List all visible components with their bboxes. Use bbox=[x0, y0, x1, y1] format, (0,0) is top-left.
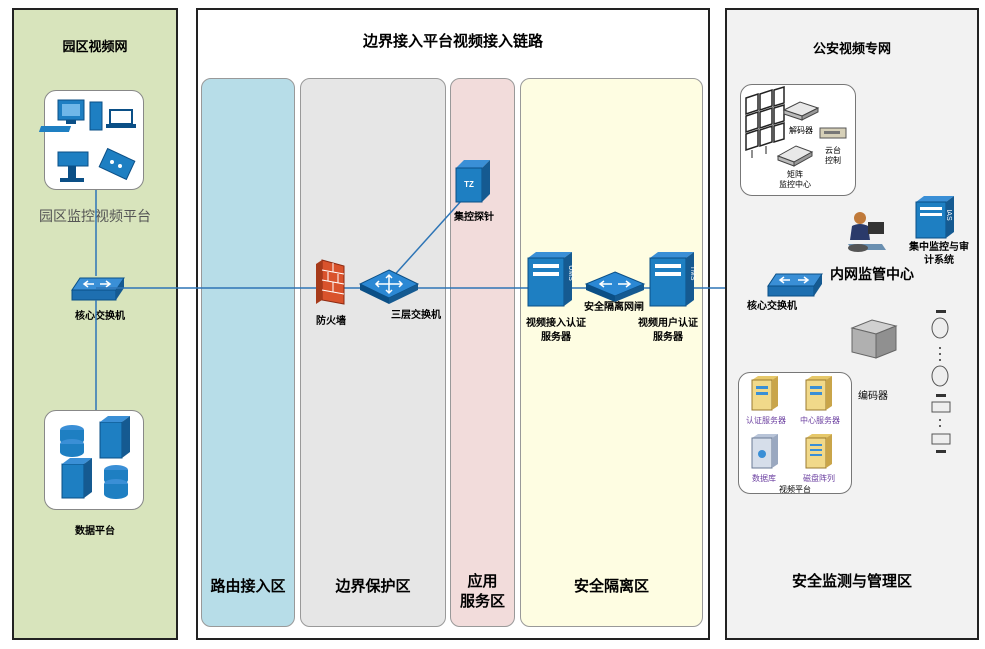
decoder-label: 解码器 bbox=[789, 126, 813, 135]
tms-server-icon bbox=[649, 252, 694, 307]
matrix-label-line1: 矩阵 bbox=[787, 170, 803, 179]
campus-platform-label: 园区监控视频平台 bbox=[39, 208, 151, 224]
probe-tag: TZ bbox=[464, 180, 474, 189]
app-service-zone-label-line1: 应用 bbox=[467, 573, 498, 590]
police-core-switch-icon bbox=[767, 273, 823, 297]
tms-label-line1: 视频用户认证 bbox=[638, 318, 698, 329]
ums-tag: UMS bbox=[567, 265, 574, 281]
isolation-zone-label: 安全隔离区 bbox=[573, 578, 649, 595]
disk-array-icon bbox=[805, 434, 832, 469]
data-platform-icon bbox=[60, 416, 130, 499]
ums-label-line1: 视频接入认证 bbox=[526, 318, 586, 329]
tms-label-line2: 服务器 bbox=[653, 332, 683, 343]
auth-server-label: 认证服务器 bbox=[746, 416, 786, 425]
data-platform-label: 数据平台 bbox=[75, 526, 115, 537]
video-wall-icon bbox=[745, 85, 785, 158]
ptz-control-label-line1: 云台 bbox=[825, 146, 841, 155]
firewall-label: 防火墙 bbox=[316, 316, 346, 327]
routing-zone bbox=[201, 78, 295, 627]
decoder-icon bbox=[782, 101, 820, 121]
intranet-center-label: 内网监管中心 bbox=[830, 266, 914, 282]
database-icon bbox=[751, 434, 778, 469]
auth-server-icon bbox=[751, 376, 778, 411]
app-service-zone-label-line2: 服务区 bbox=[459, 593, 505, 610]
boundary-platform-title: 边界接入平台视频接入链路 bbox=[362, 33, 543, 50]
police-core-switch-label: 核心交换机 bbox=[747, 301, 797, 312]
operator-icon bbox=[848, 212, 886, 252]
matrix-icon bbox=[776, 145, 814, 167]
encoder-label: 编码器 bbox=[858, 391, 888, 402]
ptz-control-label-line2: 控制 bbox=[825, 156, 841, 165]
l3-switch-label: 三层交换机 bbox=[391, 310, 441, 321]
database-label: 数据库 bbox=[752, 474, 776, 483]
ptz-control-icon bbox=[819, 127, 847, 139]
matrix-label-line2: 监控中心 bbox=[779, 180, 811, 189]
center-server-icon bbox=[805, 376, 832, 411]
campus-core-switch-label: 核心交换机 bbox=[75, 311, 125, 322]
camera-icons bbox=[931, 310, 951, 453]
disk-array-label: 磁盘阵列 bbox=[803, 474, 835, 483]
probe-label: 集控探针 bbox=[454, 212, 494, 223]
security-gap-label: 安全隔离网闸 bbox=[584, 302, 644, 313]
protection-zone bbox=[300, 78, 446, 627]
protection-zone-label: 边界保护区 bbox=[335, 578, 411, 595]
campus-network-title: 园区视频网 bbox=[62, 39, 128, 54]
audit-tag: IAS bbox=[945, 209, 952, 221]
isolation-zone bbox=[520, 78, 703, 627]
tms-tag: TMS bbox=[689, 265, 696, 281]
audit-server-icon bbox=[915, 196, 954, 239]
video-platform-caption: 视频平台 bbox=[779, 485, 811, 494]
monitoring-management-zone-label: 安全监测与管理区 bbox=[791, 573, 912, 590]
l3-switch-icon bbox=[358, 269, 420, 304]
police-network-title: 公安视频专网 bbox=[812, 41, 891, 56]
routing-zone-label: 路由接入区 bbox=[210, 578, 286, 595]
center-server-label: 中心服务器 bbox=[800, 416, 840, 425]
encoder-icon bbox=[850, 319, 898, 359]
probe-icon bbox=[455, 160, 490, 203]
ums-label-line2: 服务器 bbox=[541, 332, 571, 343]
campus-core-switch-icon bbox=[71, 277, 125, 301]
campus-monitoring-icon bbox=[38, 99, 136, 182]
audit-label-line2: 计系统 bbox=[924, 255, 954, 266]
security-gap-icon bbox=[584, 271, 646, 302]
audit-label-line1: 集中监控与审 bbox=[909, 242, 969, 253]
ums-server-icon bbox=[527, 252, 572, 307]
firewall-icon bbox=[316, 259, 345, 305]
